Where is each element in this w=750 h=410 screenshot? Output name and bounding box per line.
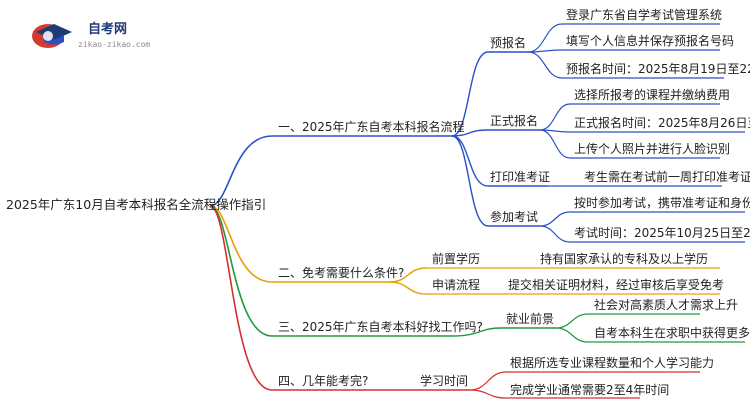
- node-study-time: 学习时间: [420, 374, 469, 388]
- node-application-process: 申请流程: [432, 278, 481, 292]
- branch-exemption-conditions: 二、免考需要什么条件?: [278, 266, 405, 280]
- node-attend-exam: 参加考试: [490, 210, 539, 224]
- connector-root-b3: [209, 205, 273, 337]
- node-formal-registration: 正式报名: [490, 114, 539, 128]
- logo-url: zikao-zikao.com: [78, 40, 151, 49]
- connector-root-b2: [209, 205, 273, 283]
- leaf-attend-exam-1: 按时参加考试，携带准考证和身份证: [574, 196, 750, 210]
- leaf-pre-registration-1: 登录广东省自学考试管理系统: [566, 8, 723, 22]
- leaf-career-prospects-1: 社会对高素质人才需求上升: [594, 298, 739, 312]
- root-node: 2025年广东10月自考本科报名全流程操作指引: [6, 197, 267, 212]
- node-pre-registration: 预报名: [490, 36, 527, 50]
- leaf-career-prospects-2: 自考本科生在求职中获得更多机会: [594, 326, 750, 340]
- branch-completion-time: 四、几年能考完?: [278, 374, 369, 388]
- node-career-prospects: 就业前景: [506, 312, 555, 326]
- connector-root-b1: [209, 135, 273, 207]
- leaf-pre-registration-3: 预报名时间：2025年8月19日至22日: [566, 62, 750, 76]
- leaf-pre-registration-2: 填写个人信息并保存预报名号码: [566, 34, 735, 48]
- node-print-admission: 打印准考证: [490, 170, 551, 184]
- leaf-formal-registration-1: 选择所报考的课程并缴纳费用: [574, 88, 731, 102]
- leaf-formal-registration-3: 上传个人照片并进行人脸识别: [574, 142, 731, 156]
- leaf-study-time-2: 完成学业通常需要2至4年时间: [510, 383, 670, 397]
- leaf-formal-registration-2: 正式报名时间：2025年8月26日至30日: [574, 116, 750, 130]
- logo-title: 自考网: [88, 22, 128, 37]
- leaf-print-admission-1: 考生需在考试前一周打印准考证: [584, 170, 750, 184]
- leaf-prior-education-1: 持有国家承认的专科及以上学历: [540, 252, 709, 266]
- connector-root-b4: [209, 205, 273, 391]
- graduation-cap-icon: [32, 24, 72, 48]
- leaf-application-process-1: 提交相关证明材料，经过审核后享受免考: [508, 278, 725, 292]
- leaf-attend-exam-2: 考试时间：2025年10月25日至26日: [574, 226, 750, 240]
- site-logo[interactable]: 自考网 zikao-zikao.com: [30, 14, 150, 54]
- branch-employment: 三、2025年广东自考本科好找工作吗?: [278, 320, 483, 334]
- branch-registration-process: 一、2025年广东自考本科报名流程: [278, 120, 465, 134]
- node-prior-education: 前置学历: [432, 252, 481, 266]
- leaf-study-time-1: 根据所选专业课程数量和个人学习能力: [510, 356, 715, 370]
